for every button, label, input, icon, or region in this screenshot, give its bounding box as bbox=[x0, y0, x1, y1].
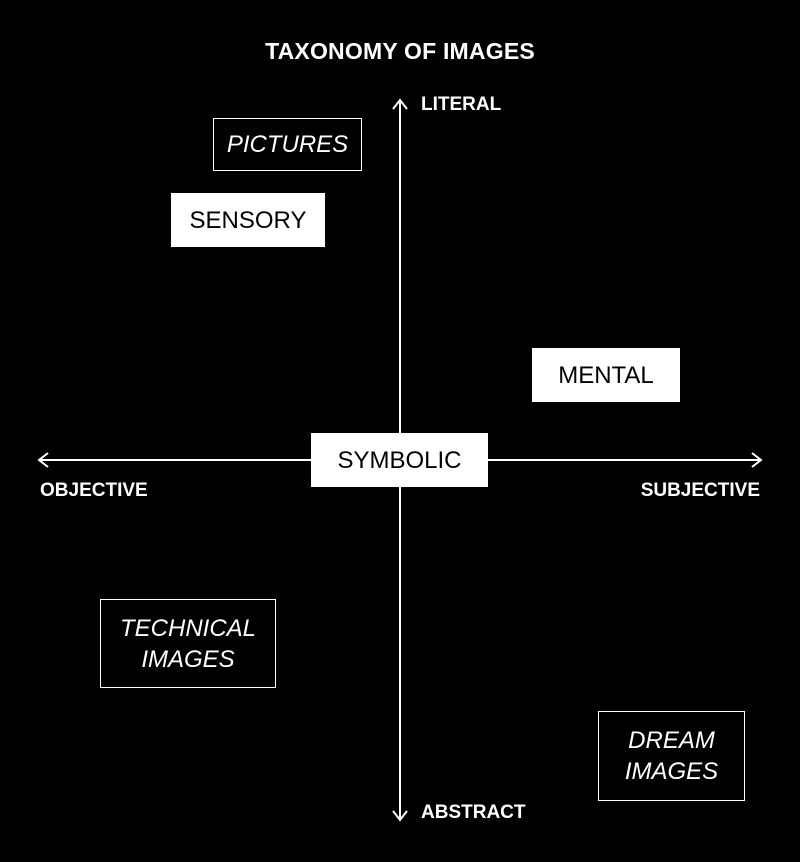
axis-label-literal: LITERAL bbox=[421, 94, 502, 115]
node-dream-line-1: DREAM bbox=[628, 727, 715, 754]
node-symbolic: SYMBOLIC bbox=[311, 433, 488, 487]
node-sensory-label: SENSORY bbox=[189, 206, 307, 234]
diagram-title: TAXONOMY OF IMAGES bbox=[265, 38, 535, 64]
axis-label-objective: OBJECTIVE bbox=[40, 480, 148, 501]
node-technical-line-1: TECHNICAL bbox=[119, 614, 257, 642]
node-symbolic-label: SYMBOLIC bbox=[337, 446, 462, 474]
node-mental: MENTAL bbox=[532, 348, 680, 402]
node-pictures: PICTURES bbox=[213, 118, 362, 171]
arrow-down-icon bbox=[392, 810, 408, 822]
arrow-right-icon bbox=[751, 452, 763, 468]
node-technical-line-2: IMAGES bbox=[141, 645, 235, 673]
arrow-left-icon bbox=[37, 452, 49, 468]
node-pictures-label: PICTURES bbox=[226, 131, 349, 158]
node-sensory: SENSORY bbox=[171, 193, 325, 247]
axis-label-subjective: SUBJECTIVE bbox=[640, 480, 760, 501]
arrow-up-icon bbox=[392, 98, 408, 110]
node-dream-line-2: IMAGES bbox=[624, 758, 719, 785]
node-mental-label: MENTAL bbox=[558, 361, 654, 389]
node-technical-images: TECHNICAL IMAGES bbox=[100, 599, 276, 688]
axis-label-abstract: ABSTRACT bbox=[421, 802, 526, 823]
node-dream-images: DREAM IMAGES bbox=[598, 711, 745, 801]
